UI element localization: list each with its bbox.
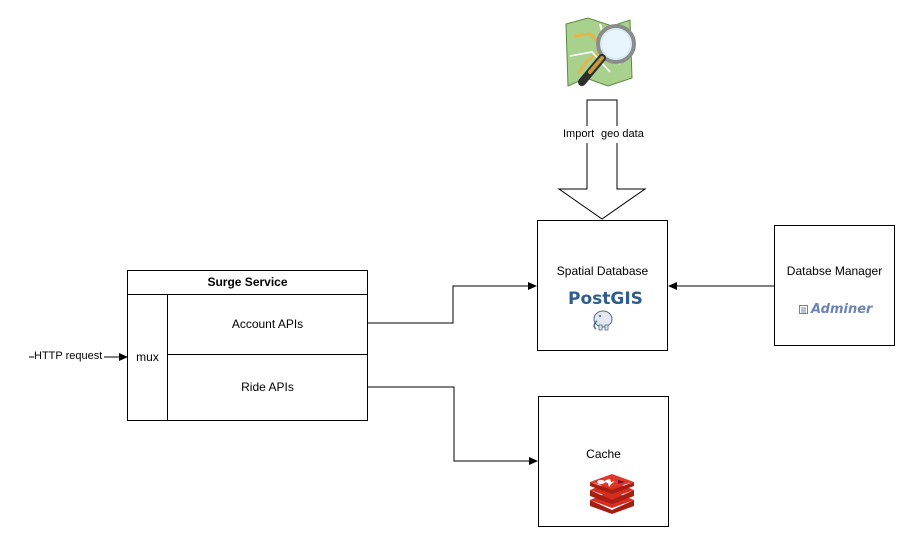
postgis-logo: PostGIS bbox=[568, 289, 643, 331]
spatial-database-title: Spatial Database bbox=[556, 264, 649, 278]
ride-apis-route[interactable]: Ride APIs bbox=[241, 380, 294, 394]
account-apis-route[interactable]: Account APIs bbox=[168, 295, 367, 355]
database-manager-box: Databse Manager Adminer bbox=[774, 225, 895, 346]
adminer-logo-text: Adminer bbox=[811, 302, 873, 317]
redis-icon bbox=[590, 474, 634, 514]
postgis-elephant-icon bbox=[593, 310, 613, 331]
surge-service-title: Surge Service bbox=[128, 271, 367, 295]
mux-router: mux bbox=[128, 295, 168, 420]
adminer-logo: Adminer bbox=[799, 302, 879, 318]
database-manager-title: Databse Manager bbox=[786, 264, 883, 278]
surge-service-container: Surge Service mux Account APIs Ride APIs bbox=[127, 270, 368, 421]
cache-box: Cache bbox=[538, 396, 669, 527]
openstreetmap-magnifier-icon bbox=[560, 16, 642, 96]
cache-title: Cache bbox=[586, 447, 621, 461]
adminer-db-icon bbox=[799, 305, 808, 314]
account-to-spatial-db-connector bbox=[368, 282, 537, 324]
import-geo-data-arrow bbox=[557, 99, 647, 220]
http-request-label: HTTP request bbox=[34, 350, 103, 362]
ride-to-cache-connector bbox=[368, 386, 538, 465]
geo-data-label: geo data bbox=[601, 128, 644, 140]
import-label: Import bbox=[563, 128, 595, 140]
postgis-logo-text: PostGIS bbox=[568, 289, 643, 309]
spatial-database-box: Spatial Database PostGIS bbox=[537, 220, 668, 351]
